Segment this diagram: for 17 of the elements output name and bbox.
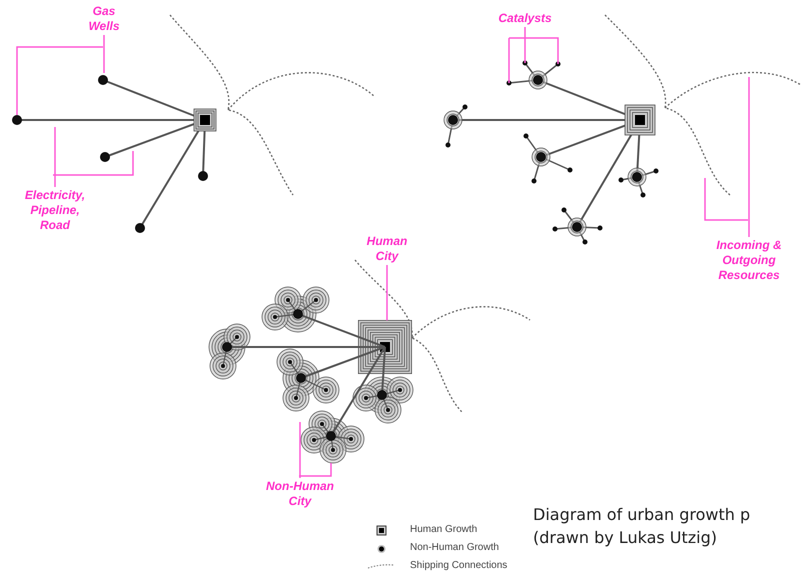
leader-line <box>52 126 134 188</box>
caption: Diagram of urban growth p (drawn by Lukas Utzig) <box>533 504 752 549</box>
callout-label: Electricity, Pipeline, Road <box>12 188 98 233</box>
leader-line <box>386 265 388 320</box>
leader-line <box>508 26 559 84</box>
leader-line <box>298 421 332 479</box>
non-human-city-drawing <box>208 286 414 464</box>
callout-label: Non-Human City <box>258 479 342 509</box>
legend-label: Shipping Connections <box>410 560 508 571</box>
callout-label: Incoming & Outgoing Resources <box>704 238 794 283</box>
legend-label: Non-Human Growth <box>410 542 499 553</box>
callout-label: Gas Wells <box>78 4 130 34</box>
callout-label: Human City <box>360 234 414 264</box>
legend-label: Human Growth <box>410 524 478 535</box>
leader-line <box>704 76 750 238</box>
callout-label: Catalysts <box>488 11 562 26</box>
leader-line <box>16 34 105 116</box>
